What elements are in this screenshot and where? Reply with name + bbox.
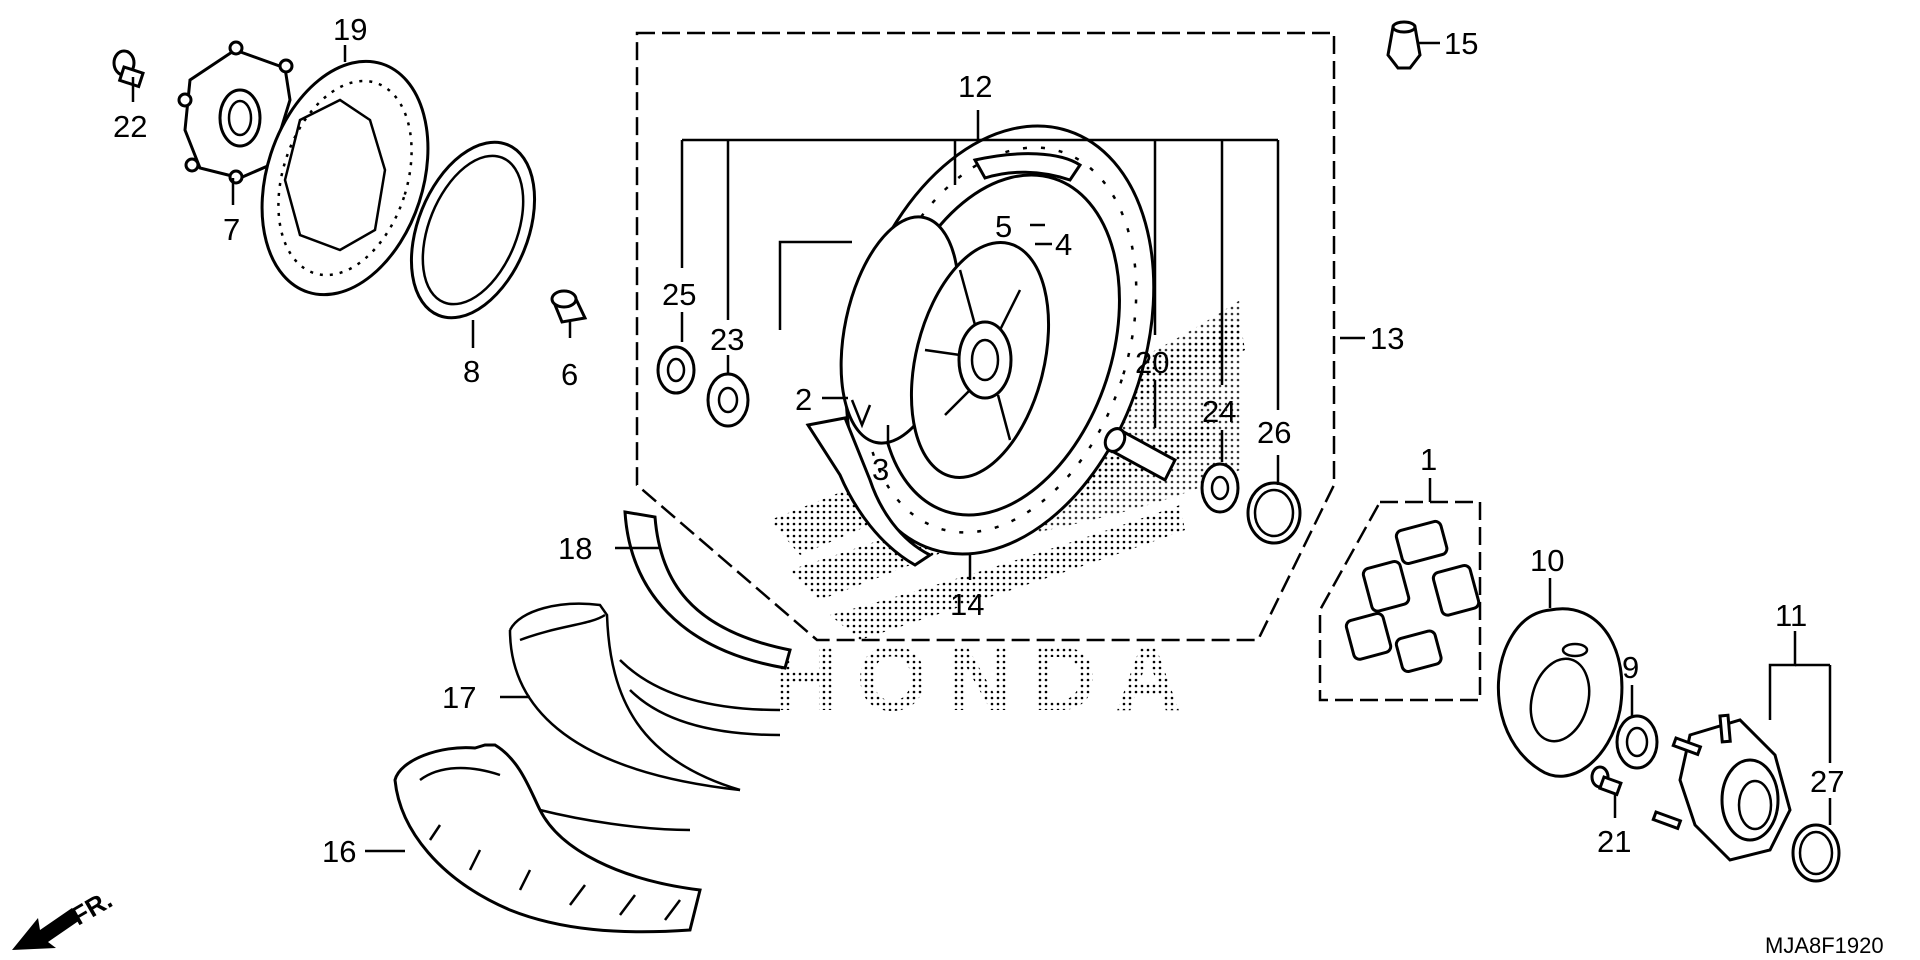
label-21: 21 (1597, 824, 1631, 859)
label-15: 15 (1444, 26, 1478, 61)
label-10: 10 (1530, 543, 1564, 578)
label-13: 13 (1370, 321, 1404, 356)
part-labels: 1 2 3 4 5 6 7 8 9 10 11 12 13 14 15 16 1… (113, 12, 1844, 869)
honda-watermark-text: HONDA (772, 628, 1199, 730)
label-17: 17 (442, 680, 476, 715)
label-16: 16 (322, 834, 356, 869)
inner-tube-part (508, 602, 781, 792)
balance-weight-part (805, 152, 1083, 567)
bearing-23-part (706, 372, 750, 428)
driven-flange-part (1651, 713, 1792, 862)
wheel-assembly-box (635, 31, 1336, 642)
rim-valve-part (850, 399, 872, 429)
o-ring-part (1791, 823, 1841, 883)
label-22: 22 (113, 109, 147, 144)
damper-rubber-part (1344, 519, 1481, 673)
label-20: 20 (1135, 345, 1169, 380)
axle-spacer-part (1103, 427, 1177, 483)
disc-ring-part (409, 140, 537, 320)
diagram-code: MJA8F1920 (1765, 933, 1884, 958)
wheel-rim-part (839, 124, 1156, 556)
bearing-24-part (1200, 462, 1240, 514)
label-26: 26 (1257, 415, 1291, 450)
damper-assembly-box (1318, 500, 1482, 702)
label-27: 27 (1810, 764, 1844, 799)
label-14: 14 (950, 587, 984, 622)
collar-part (550, 289, 588, 324)
label-23: 23 (710, 322, 744, 357)
label-8: 8 (463, 354, 480, 389)
label-12: 12 (958, 69, 992, 104)
oil-seal-26-part (1246, 481, 1302, 545)
rim-strip-part (623, 510, 792, 670)
tire-part (393, 743, 702, 934)
label-7: 7 (223, 212, 240, 247)
label-2: 2 (795, 382, 812, 417)
label-1: 1 (1420, 442, 1437, 477)
valve-cap-part (1386, 20, 1422, 70)
label-24: 24 (1202, 394, 1236, 429)
front-direction-arrow (12, 908, 80, 950)
label-6: 6 (561, 357, 578, 392)
label-3: 3 (872, 452, 889, 487)
hub-bolt-part (112, 49, 145, 89)
label-11: 11 (1775, 598, 1807, 633)
leader-lines (131, 41, 1832, 853)
flange-plate-part (1496, 607, 1624, 778)
bearing-25-part (656, 345, 696, 395)
label-25: 25 (662, 277, 696, 312)
label-5: 5 (995, 209, 1012, 244)
label-18: 18 (558, 531, 592, 566)
label-19: 19 (333, 12, 367, 47)
brake-disc-part (260, 59, 430, 297)
label-9: 9 (1622, 650, 1639, 685)
flange-bolt-part (1590, 765, 1623, 797)
washer-part (1615, 714, 1659, 770)
label-4: 4 (1055, 227, 1072, 262)
